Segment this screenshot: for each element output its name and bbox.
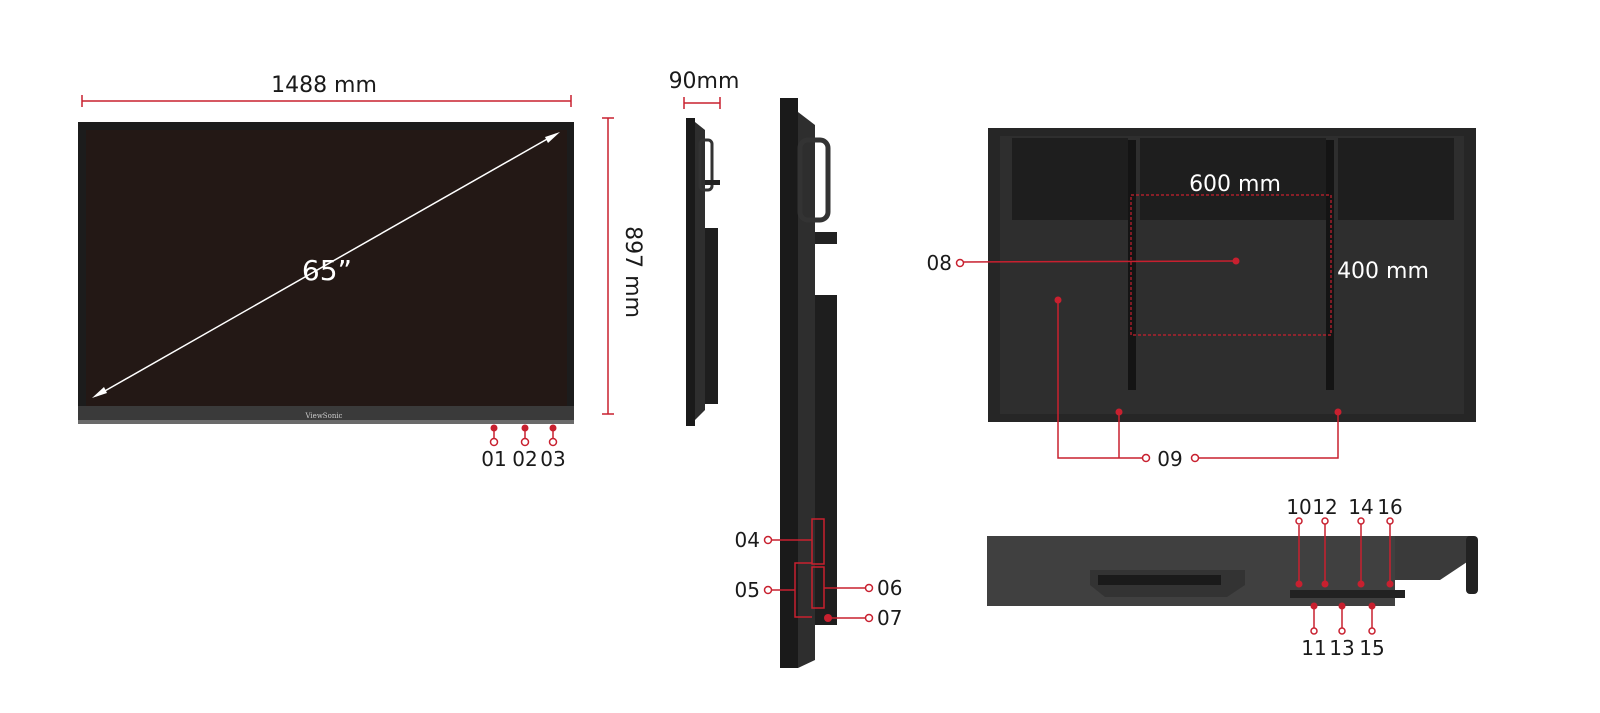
height-label: 897 mm — [620, 226, 645, 318]
callout-05: 05 — [735, 562, 812, 618]
svg-text:10: 10 — [1286, 495, 1311, 519]
svg-text:16: 16 — [1377, 495, 1402, 519]
vesa-height-label: 400 mm — [1337, 259, 1429, 284]
width-label: 1488 mm — [271, 73, 377, 98]
callout-03: 03 — [540, 424, 566, 471]
svg-text:07: 07 — [877, 606, 902, 630]
svg-text:08: 08 — [927, 251, 952, 275]
diagonal-label: 65” — [302, 254, 352, 287]
svg-text:02: 02 — [512, 447, 537, 471]
callout-12: 12 — [1312, 495, 1338, 588]
svg-text:05: 05 — [735, 578, 760, 602]
diagonal-arrow — [95, 133, 557, 397]
svg-text:15: 15 — [1359, 636, 1384, 660]
callout-11: 11 — [1301, 602, 1327, 660]
svg-text:14: 14 — [1348, 495, 1373, 519]
callout-14: 14 — [1348, 495, 1374, 588]
callout-09: 09 — [1057, 300, 1342, 471]
svg-text:12: 12 — [1312, 495, 1337, 519]
svg-text:11: 11 — [1301, 636, 1326, 660]
callout-13: 13 — [1329, 602, 1355, 660]
vesa-width-label: 600 mm — [1189, 172, 1281, 197]
display-screen — [86, 130, 567, 406]
depth-label: 90mm — [669, 69, 740, 94]
svg-text:13: 13 — [1329, 636, 1354, 660]
callout-06: 06 — [824, 576, 902, 600]
callout-04: 04 — [735, 528, 812, 552]
front-view: 1488 mm ViewSonic 65” 897 mm 01 02 03 — [78, 73, 645, 471]
brand-logo: ViewSonic — [305, 412, 343, 420]
svg-text:09: 09 — [1157, 447, 1182, 471]
side-view-small: 90mm — [669, 69, 740, 426]
svg-text:06: 06 — [877, 576, 902, 600]
callout-16: 16 — [1377, 495, 1403, 588]
svg-text:03: 03 — [540, 447, 565, 471]
bottom-view: 10 12 14 16 11 13 15 — [987, 495, 1478, 660]
svg-text:01: 01 — [481, 447, 506, 471]
side-view-large: 04 05 06 07 — [735, 98, 902, 668]
callout-02: 02 — [512, 424, 538, 471]
vesa-pattern — [1130, 194, 1332, 336]
callout-07: 07 — [824, 606, 902, 630]
back-view: 600 mm 400 mm 08 09 — [927, 128, 1476, 471]
callout-08: 08 — [927, 251, 1240, 304]
svg-text:04: 04 — [735, 528, 760, 552]
callout-10: 10 — [1286, 495, 1312, 588]
callout-15: 15 — [1359, 602, 1385, 660]
callout-01: 01 — [481, 424, 507, 471]
